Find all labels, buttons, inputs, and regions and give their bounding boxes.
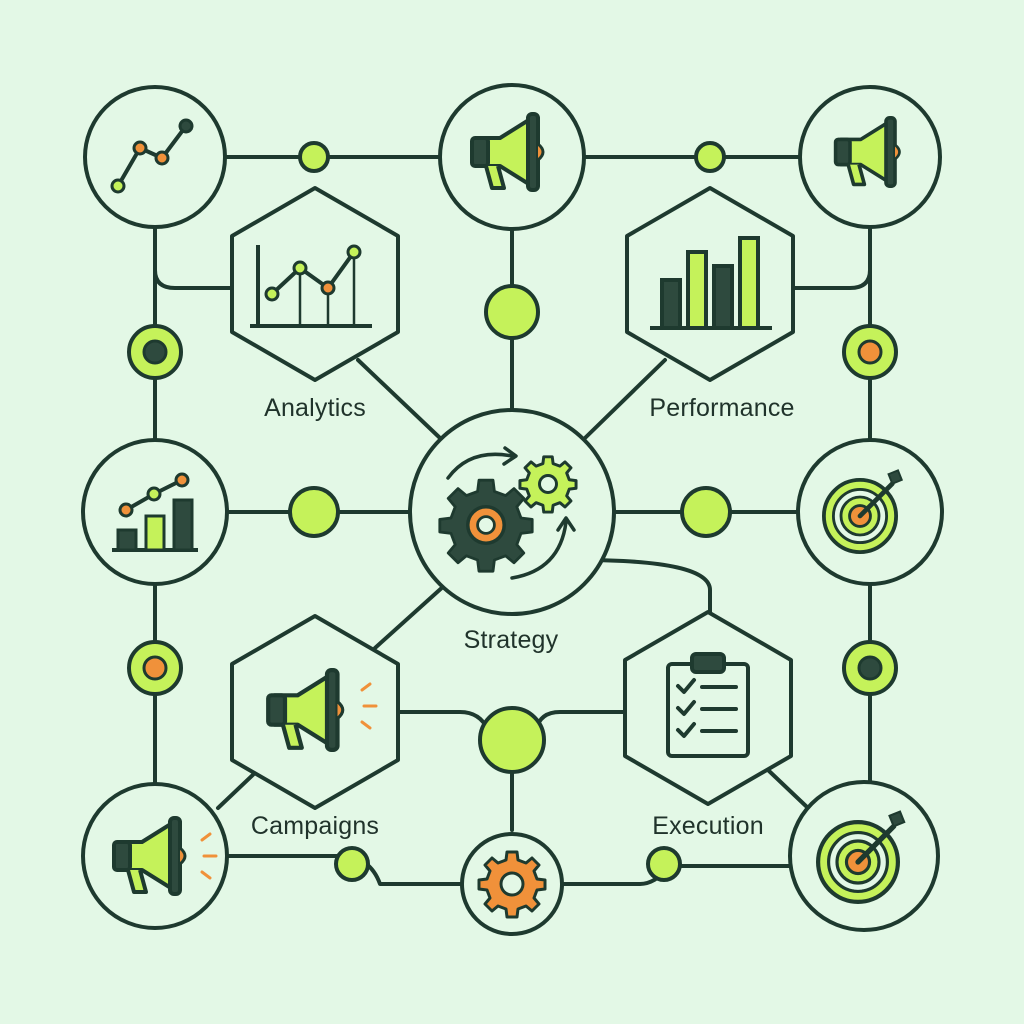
node-bottom-gear: [460, 832, 564, 936]
sound-rays-icon: [200, 832, 218, 880]
line-chart-icon: [250, 244, 372, 328]
dot-bottom-hub: [478, 706, 546, 774]
clipboard-checklist-icon: [666, 652, 750, 758]
dot-top-left: [298, 141, 330, 173]
hexagon-performance: [625, 186, 795, 382]
ring-dot-right-lower: [842, 640, 898, 696]
node-top-center: [438, 83, 586, 231]
dot-top-right: [694, 141, 726, 173]
bar-chart-icon: [650, 236, 772, 330]
dot-bottom-right: [646, 846, 682, 882]
dot-middle-left: [288, 486, 340, 538]
bar-chart-icon: [112, 472, 198, 552]
node-middle-left: [81, 438, 229, 586]
hexagon-campaigns: [230, 614, 400, 810]
label-campaigns: Campaigns: [250, 812, 380, 840]
dot-middle-right: [680, 486, 732, 538]
dot-top-hub: [484, 284, 540, 340]
label-execution: Execution: [652, 812, 764, 840]
gears-icon: [438, 446, 578, 580]
connector-dots: [127, 141, 898, 882]
ring-dot-right-upper: [842, 324, 898, 380]
node-top-right: [798, 85, 942, 229]
label-analytics: Analytics: [264, 394, 366, 422]
sound-rays-icon: [360, 682, 378, 730]
label-performance: Performance: [649, 394, 795, 422]
label-strategy: Strategy: [463, 626, 559, 654]
hexagon-execution: [623, 610, 793, 806]
node-center-strategy: [408, 408, 616, 616]
ring-dot-left-lower: [127, 640, 183, 696]
dot-bottom-left: [334, 846, 370, 882]
node-middle-right: [796, 438, 944, 586]
node-top-left: [83, 85, 227, 229]
gear-icon: [477, 850, 547, 919]
node-bottom-right: [788, 780, 940, 932]
ring-dot-left-upper: [127, 324, 183, 380]
line-chart-icon: [110, 118, 194, 194]
node-bottom-left: [81, 782, 229, 930]
hexagon-analytics: [230, 186, 400, 382]
